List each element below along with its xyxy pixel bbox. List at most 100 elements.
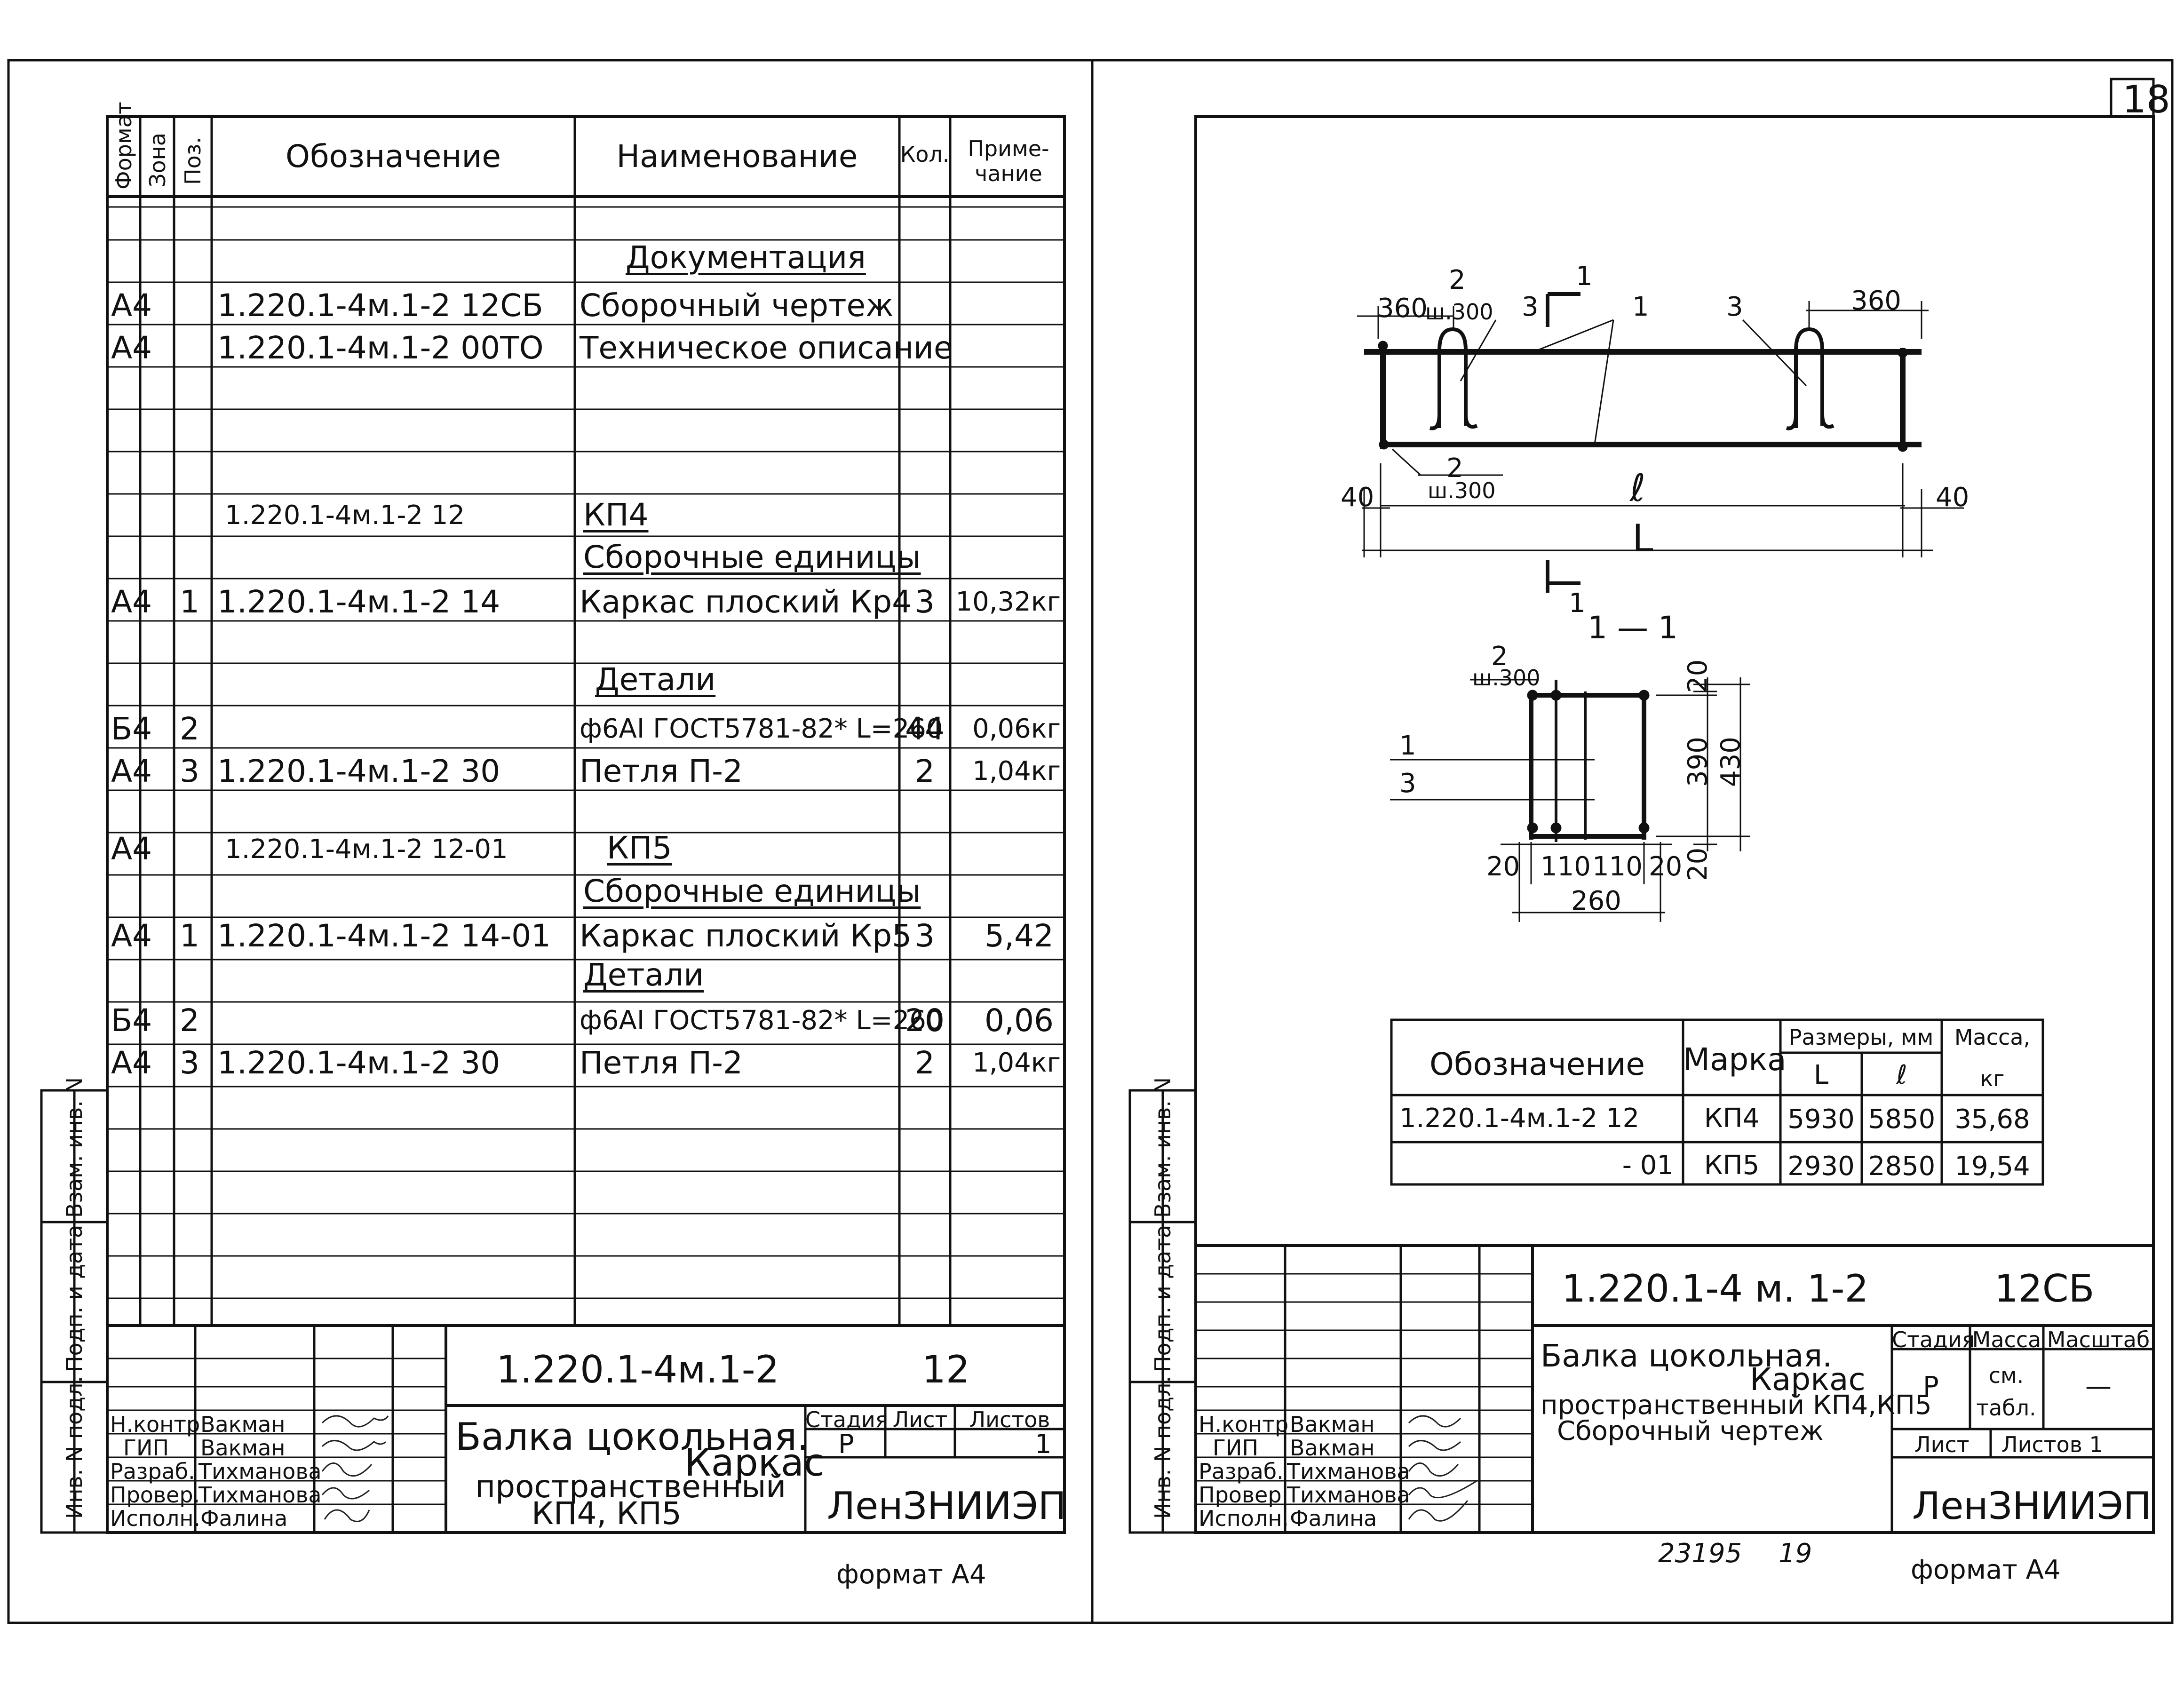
sheet-label: Лист: [1914, 1432, 1970, 1457]
row-format: Б4: [111, 1002, 152, 1039]
title-line: Балка цокольная.: [455, 1415, 809, 1459]
title-doc-num: 12: [922, 1348, 970, 1391]
scale-label: Масштаб: [2047, 1327, 2150, 1352]
marks-row-l: 5850: [1868, 1104, 1936, 1135]
row-format: А4: [111, 1045, 152, 1081]
marks-header-designation: Обозначение: [1430, 1046, 1645, 1082]
row-pos: 1: [180, 918, 199, 954]
row-designation: 1.220.1-4м.1-2 12-01: [225, 834, 508, 865]
dim-20-bottom-left: 20: [1486, 851, 1520, 882]
stamp-inv-podl: Инв. N подл.: [62, 1376, 87, 1519]
org-name: ЛенЗНИИЭП: [827, 1484, 1066, 1528]
header-pos: Поз.: [180, 137, 206, 185]
role-label: ГИП: [1213, 1435, 1259, 1461]
row-format: А4: [111, 753, 152, 789]
row-format: А4: [111, 584, 152, 620]
marks-header-l: ℓ: [1896, 1060, 1907, 1090]
row-designation: 1.220.1-4м.1-2 14: [217, 584, 500, 620]
role-label: Н.контр: [1199, 1412, 1289, 1437]
row-pos: 2: [180, 1002, 199, 1039]
dim-360-right: 360: [1851, 286, 1901, 316]
row-qty: 20: [905, 1002, 945, 1039]
stamp-vzam-inv: Взам. инв. N: [1150, 1077, 1175, 1218]
role-label: Исполн.: [110, 1506, 201, 1531]
format-note: формат А4: [1911, 1555, 2061, 1585]
scale-value: —: [2085, 1371, 2112, 1402]
stage-value: Р: [838, 1429, 854, 1460]
person-name: Тихманова: [1287, 1459, 1410, 1484]
person-name: Фалина: [1290, 1506, 1377, 1531]
row-qty: 2: [915, 753, 935, 789]
title-code: 1.220.1-4 м. 1-2: [1562, 1267, 1869, 1311]
row-name: Каркас плоский Кр5: [580, 918, 912, 954]
dim-l-big: L: [1632, 516, 1653, 560]
label-section-mark-top: 1: [1576, 261, 1593, 292]
stamp-inv-podl: Инв. N подл.: [1150, 1376, 1175, 1519]
row-designation: 1.220.1-4м.1-2 30: [217, 1045, 500, 1081]
row-name: ф6АI ГОСТ5781-82* L=260: [580, 1005, 943, 1036]
person-name: Тихманова: [199, 1482, 322, 1508]
stamp-vzam-inv: Взам. инв. N: [62, 1077, 87, 1218]
person-name: Тихманова: [1287, 1482, 1410, 1508]
row-format: Б4: [111, 711, 152, 747]
person-name: Вакман: [1290, 1435, 1375, 1461]
row-qty: 2: [915, 1045, 935, 1081]
marks-header-sizes: Размеры, мм: [1788, 1025, 1934, 1050]
marks-row-mass: 19,54: [1954, 1151, 2030, 1182]
row-format: А4: [111, 831, 152, 867]
stamp-podp-data: Подп. и дата: [1150, 1224, 1175, 1372]
page-number: 18: [2122, 78, 2170, 121]
row-pos: 3: [180, 753, 199, 789]
section-pos2: 2: [1491, 641, 1508, 672]
marks-row-designation: 1.220.1-4м.1-2 12: [1399, 1103, 1640, 1134]
row-note: 0,06кг: [972, 714, 1061, 744]
row-qty: 44: [905, 711, 945, 747]
section-pos1: 1: [1399, 731, 1416, 761]
label-pitch-top: ш.300: [1425, 299, 1493, 325]
dim-20-top: 20: [1683, 659, 1713, 693]
row-heading-docs: Документация: [626, 239, 866, 276]
marks-row-mass: 35,68: [1954, 1104, 2030, 1135]
dim-l-small: ℓ: [1630, 466, 1646, 510]
header-note: Приме-чание: [968, 136, 1049, 186]
sheets-value: 1: [1035, 1429, 1052, 1460]
dim-110-left: 110: [1541, 851, 1591, 882]
row-format: А4: [111, 287, 152, 324]
section-pos3: 3: [1399, 768, 1416, 799]
title-line: пространственный: [475, 1469, 786, 1505]
dim-40-left: 40: [1341, 482, 1374, 513]
role-label: Н.контр: [110, 1412, 200, 1437]
stage-label: Стадия: [1892, 1327, 1975, 1352]
row-note: 1,04кг: [972, 1048, 1061, 1078]
marks-row-mark: КП4: [1704, 1103, 1760, 1134]
dim-360-left: 360: [1377, 293, 1428, 324]
label-pos3-right: 3: [1726, 292, 1743, 322]
marks-row-l: 2850: [1868, 1151, 1936, 1182]
row-designation: 1.220.1-4м.1-2 30: [217, 753, 500, 789]
title-code: 1.220.1-4м.1-2: [496, 1348, 779, 1391]
row-name: ф6АI ГОСТ5781-82* L=260: [580, 714, 943, 744]
marks-header-mass: Масса,: [1954, 1025, 2031, 1050]
dim-260: 260: [1571, 886, 1621, 916]
format-note: формат А4: [836, 1559, 986, 1590]
stage-value: Р: [1923, 1371, 1939, 1402]
row-name: Каркас плоский Кр4: [580, 584, 912, 620]
role-label: ГИП: [123, 1435, 169, 1461]
role-label: Разраб.: [110, 1459, 195, 1484]
row-qty: 3: [915, 918, 935, 954]
row-note: 5,42: [985, 918, 1054, 954]
role-label: Разраб.: [1199, 1459, 1284, 1484]
row-heading-kp5: КП5: [607, 830, 672, 866]
title-line: пространственный КП4,КП5: [1541, 1390, 1932, 1421]
label-pos1: 1: [1632, 292, 1649, 322]
dim-390: 390: [1683, 737, 1713, 787]
dim-110-right: 110: [1592, 851, 1643, 882]
row-pos: 3: [180, 1045, 199, 1081]
row-note: 1,04кг: [972, 756, 1061, 786]
row-heading-assembly: Сборочные единицы: [583, 873, 921, 909]
row-name: Техническое описание: [580, 330, 953, 366]
bottom-numbers: 23195 19: [1658, 1538, 1812, 1569]
section-pitch: ш.300: [1472, 665, 1541, 691]
header-name: Наименование: [616, 138, 858, 175]
marks-row-mark: КП5: [1704, 1150, 1760, 1181]
